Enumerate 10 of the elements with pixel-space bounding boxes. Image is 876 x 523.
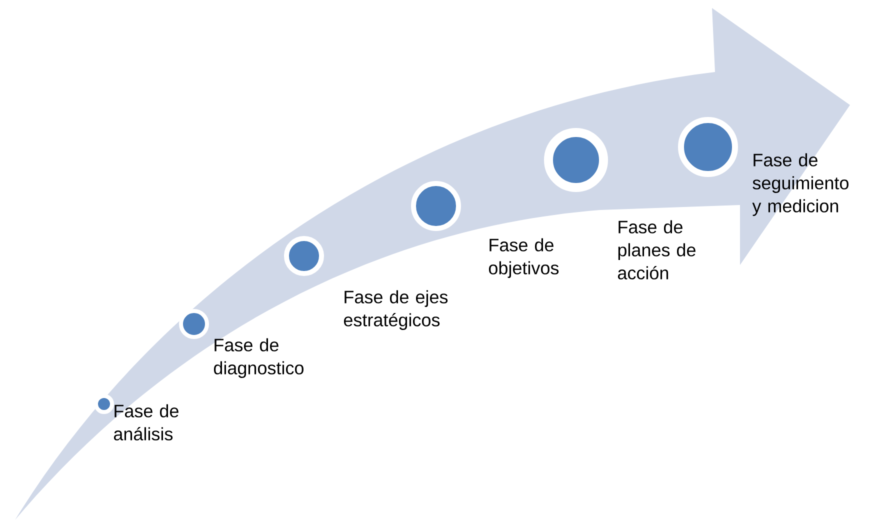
- phase-label: Fase de planes de acción: [618, 220, 696, 280]
- phase-circle: [179, 309, 209, 339]
- phase-label: Fase de seguimiento y medicion: [752, 153, 848, 216]
- phase-circle: [544, 128, 608, 192]
- phase-circle: [284, 236, 324, 276]
- phase-label: Fase de ejes estratégicos: [344, 290, 448, 330]
- phase-label: Fase de objetivos: [488, 238, 559, 278]
- phase-circle: [94, 394, 114, 414]
- phase-label: Fase de análisis: [114, 404, 178, 440]
- phase-label: Fase de diagnostico: [214, 338, 304, 378]
